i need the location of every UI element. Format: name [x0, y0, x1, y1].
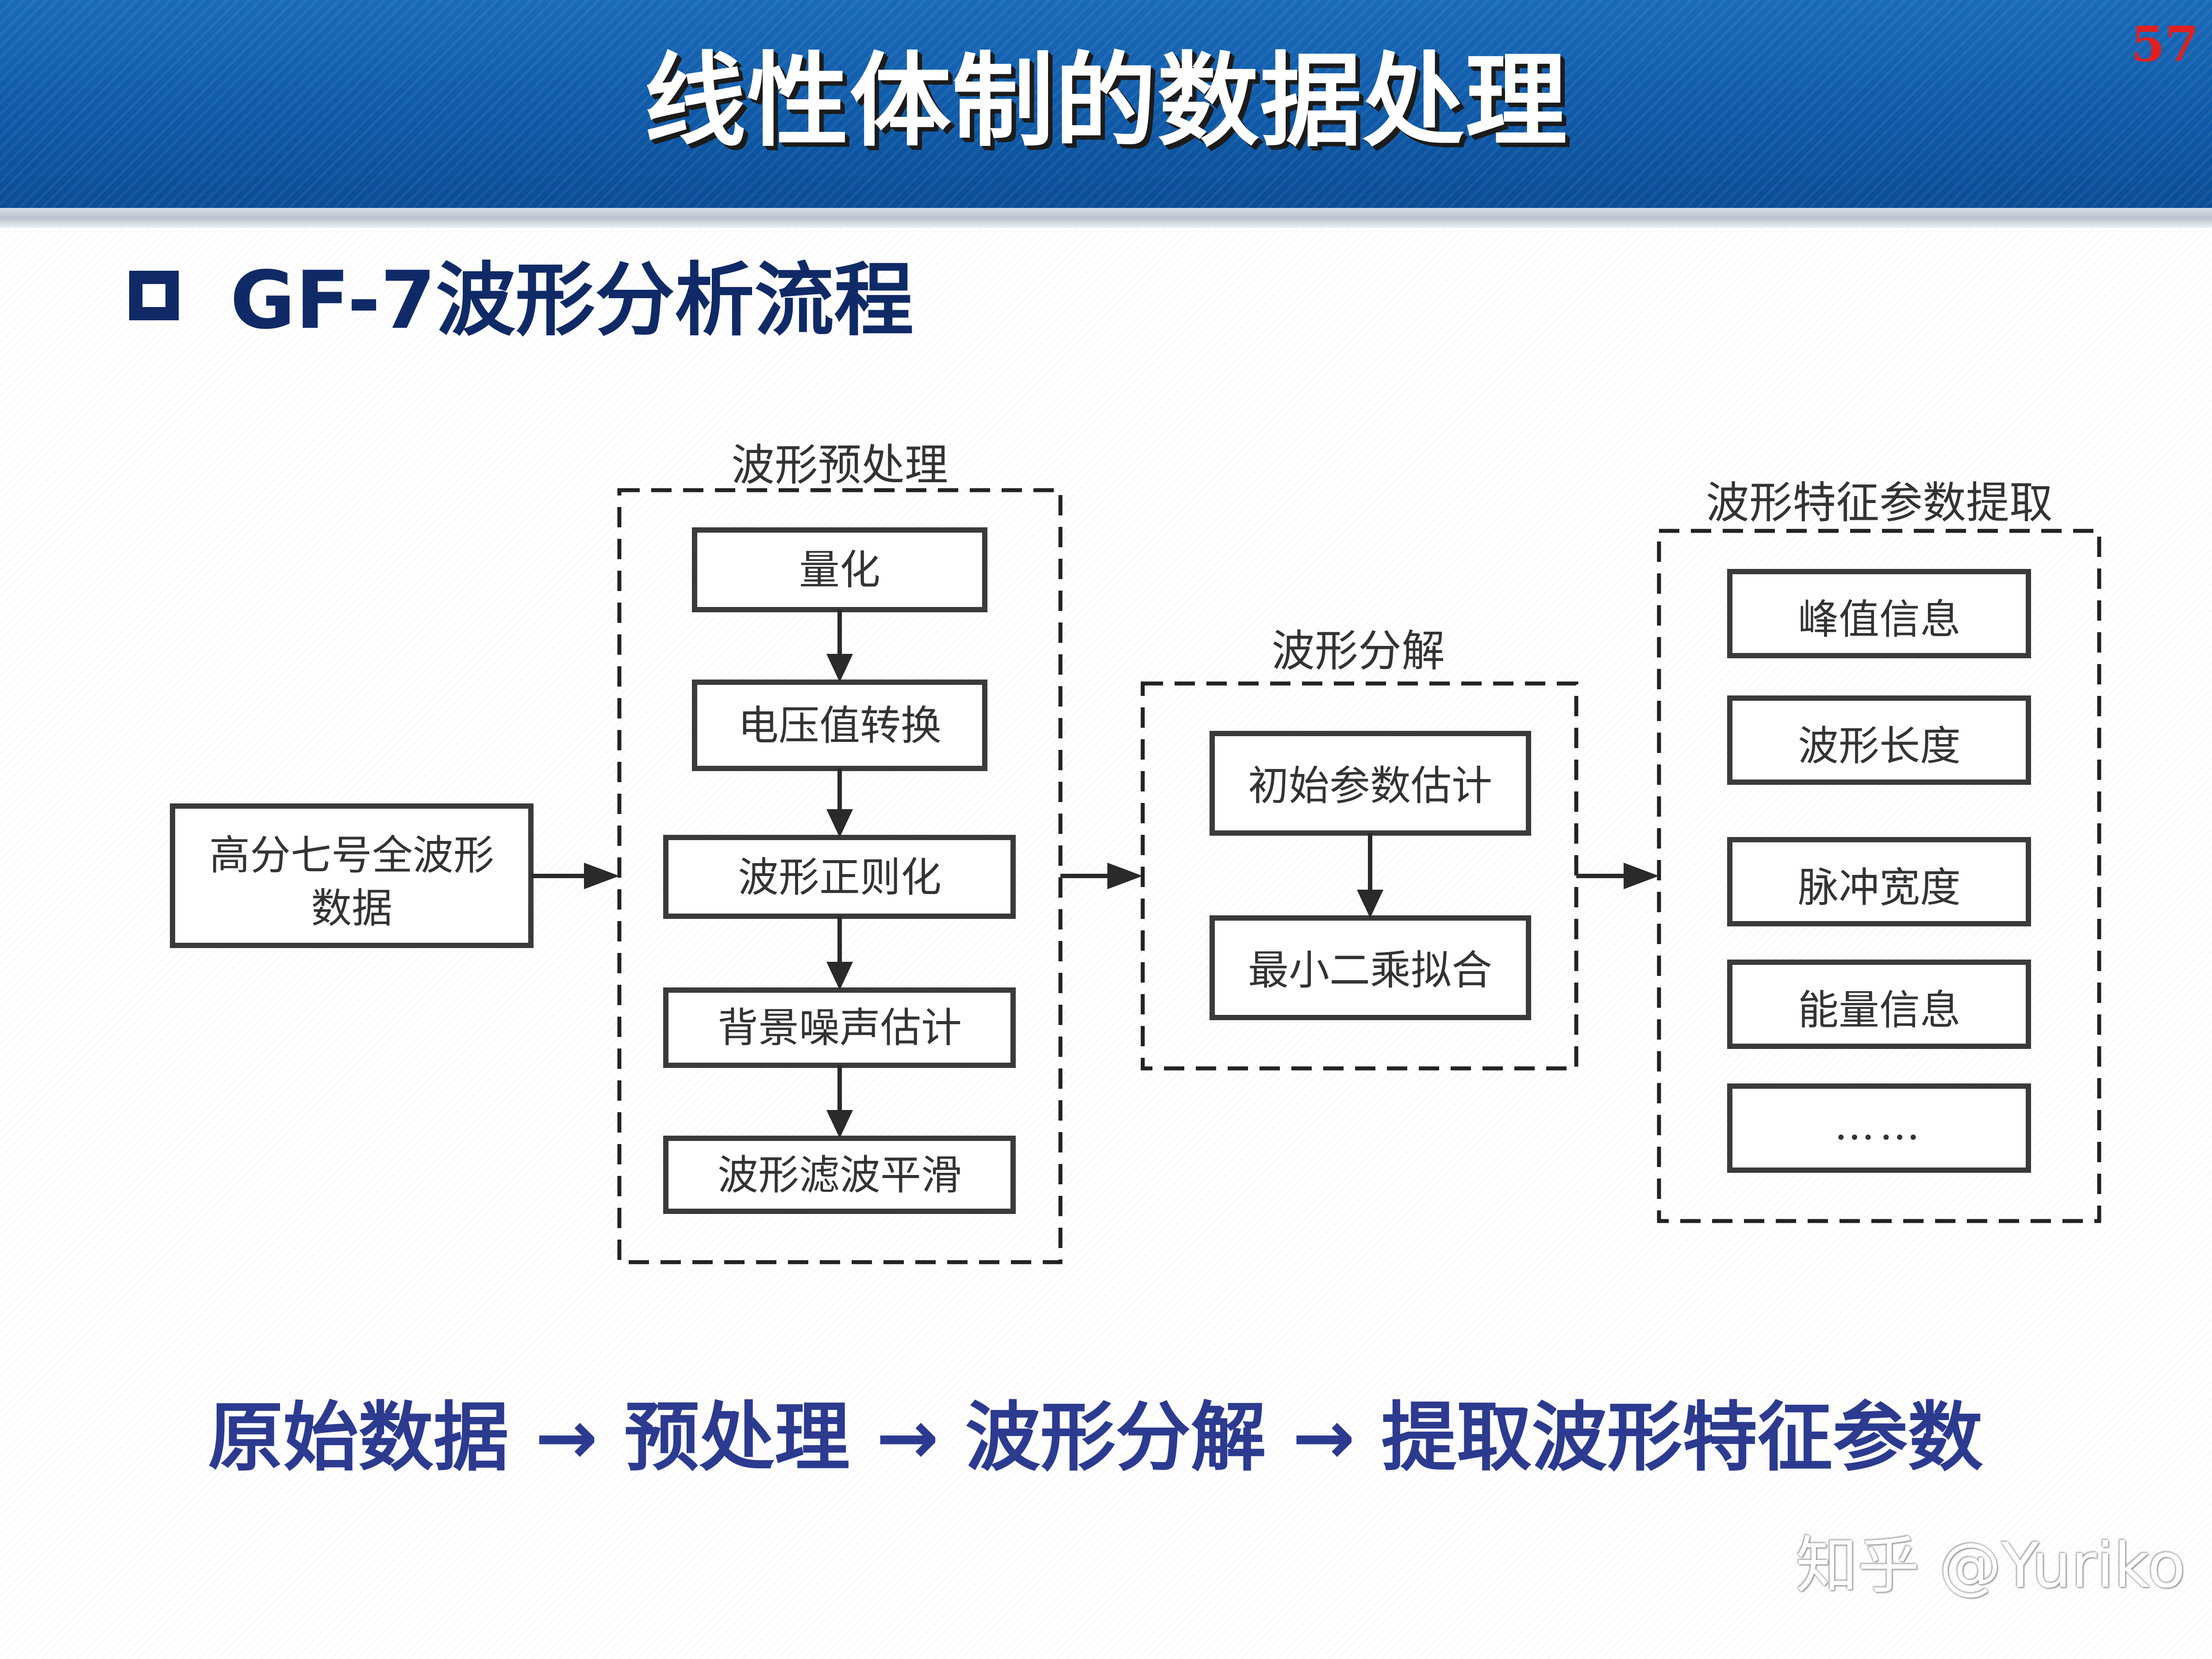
arrowhead-input-to-preprocessing — [584, 863, 619, 889]
feature-pulse-width-label: 脉冲宽度 — [1798, 864, 1961, 911]
arrowhead-noise-to-filtering — [826, 1110, 853, 1138]
arrowhead-regularization-to-noise — [826, 962, 853, 990]
square-bullet-icon — [129, 271, 179, 320]
step-voltage-conversion-box — [692, 680, 987, 771]
arrowhead-quantization-to-voltage — [826, 654, 853, 682]
step-initial-estimation-label: 初始参数估计 — [1248, 762, 1492, 810]
arrowhead-decomposition-to-extraction — [1624, 863, 1659, 889]
feature-waveform-length-label: 波形长度 — [1798, 722, 1961, 770]
step-quantization-label: 量化 — [799, 546, 880, 594]
feature-pulse-width-box — [1727, 837, 2031, 926]
feature-more-box — [1727, 1083, 2031, 1173]
feature-peak-info-box — [1727, 569, 2031, 658]
feature-energy-info-box — [1727, 960, 2031, 1049]
step-least-squares-label: 最小二乘拟合 — [1248, 947, 1492, 994]
step-voltage-conversion-label: 电压值转换 — [738, 702, 941, 749]
input-data-box — [170, 803, 534, 948]
page-title: 线性体制的数据处理 — [644, 42, 1568, 161]
feature-peak-info-label: 峰值信息 — [1798, 596, 1961, 643]
watermark: 知乎 @Yuriko — [1796, 1530, 2185, 1602]
group-label-feature-extraction: 波形特征参数提取 — [1706, 478, 2053, 528]
group-label-preprocessing: 波形预处理 — [731, 440, 948, 491]
input-data-label-line1: 高分七号全波形 — [209, 832, 494, 879]
step-filtering-box — [663, 1136, 1016, 1214]
feature-more-label: …… — [1834, 1102, 1924, 1149]
group-preprocessing-frame — [617, 488, 1063, 1264]
step-noise-estimation-label: 背景噪声估计 — [718, 1004, 962, 1052]
banner-divider — [0, 208, 2212, 228]
step-noise-estimation-box — [663, 987, 1016, 1068]
section-heading: GF-7波形分析流程 — [230, 254, 914, 347]
feature-waveform-length-box — [1727, 695, 2031, 785]
workflow-summary: 原始数据 → 预处理 → 波形分解 → 提取波形特征参数 — [208, 1394, 1983, 1482]
input-data-label-line2: 数据 — [311, 885, 392, 932]
page-number: 57 — [2131, 15, 2199, 73]
feature-energy-info-label: 能量信息 — [1798, 987, 1961, 1034]
arrowhead-preprocessing-to-decomposition — [1107, 863, 1143, 889]
group-label-decomposition: 波形分解 — [1271, 626, 1445, 676]
step-filtering-label: 波形滤波平滑 — [718, 1152, 962, 1199]
title-banner — [0, 0, 2212, 208]
arrowhead-voltage-to-regularization — [826, 809, 853, 837]
step-regularization-label: 波形正则化 — [738, 854, 941, 901]
arrowhead-estimation-to-fitting — [1357, 890, 1383, 918]
step-least-squares-box — [1210, 915, 1531, 1020]
